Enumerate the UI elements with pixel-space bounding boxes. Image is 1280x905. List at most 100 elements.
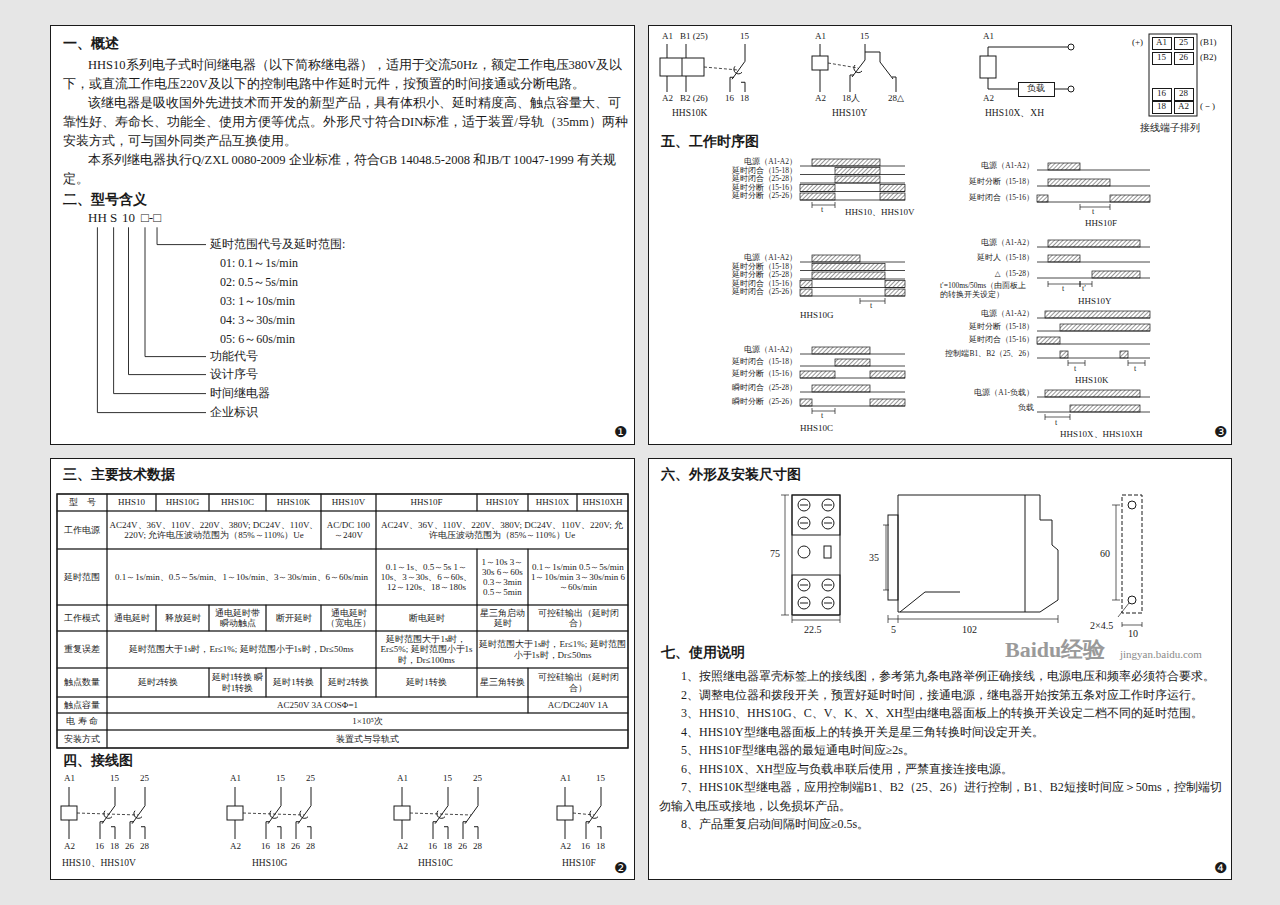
timing-label: t <box>821 412 823 421</box>
dimension-line <box>888 615 889 623</box>
contact <box>266 822 267 839</box>
terminal-box: 15 <box>1152 52 1172 65</box>
timing-pulse <box>800 289 812 296</box>
terminal-label: A1 <box>662 32 673 42</box>
dimension-line <box>883 525 889 526</box>
contact <box>444 826 448 827</box>
terminal-screw <box>800 603 808 604</box>
terminal-label: 18 <box>110 842 119 852</box>
timing-label: 电源（A1-负载） <box>974 389 1034 397</box>
code-bracket <box>157 227 206 244</box>
terminal-label: 25 <box>306 774 315 784</box>
terminal-label: A1 <box>230 774 241 784</box>
box-label: 28 <box>1179 89 1188 99</box>
terminal-label: 15 <box>276 774 285 784</box>
time-bracket <box>860 301 885 302</box>
contact <box>433 822 434 839</box>
dimension: 2×4.5 <box>1090 620 1113 631</box>
dimension-line <box>1122 625 1142 626</box>
delay-mark <box>590 811 598 819</box>
terminal-label: HHS10Y <box>832 108 867 118</box>
wire <box>820 70 821 92</box>
table-grid <box>376 494 477 511</box>
time-bracket <box>1080 281 1081 287</box>
timing-label: HHS10G <box>800 311 834 321</box>
timing-pulse <box>800 399 812 406</box>
table-grid <box>107 697 528 713</box>
page-panel <box>50 25 635 445</box>
contact <box>741 82 745 83</box>
timing-label: 延时分断（15-18） <box>969 178 1035 186</box>
page-panel: 一、概述HHS10系列电子式时间继电器（以下简称继电器），适用于交流50Hz，额… <box>50 25 635 445</box>
contact <box>296 822 297 839</box>
wire <box>69 820 70 839</box>
table-cell: AC24V、36V、110V、220V、380V; DC24V、110V、220… <box>107 511 321 549</box>
box-label: 25 <box>1179 38 1188 48</box>
table-grid <box>266 494 321 511</box>
terminal-screw <box>800 505 808 506</box>
contact <box>145 827 146 839</box>
terminal-label: 18人 <box>842 94 860 104</box>
timing-label: 瞬时分断（25-26） <box>732 398 798 406</box>
dimension: 60 <box>1100 548 1110 559</box>
timing-pulse <box>1110 195 1150 202</box>
timing-pulse <box>885 281 905 288</box>
terminal-label: 26 <box>291 842 300 852</box>
terminal-label: (B1) <box>1200 38 1217 48</box>
table-cell: 可控硅输出（延时闭合） <box>528 605 628 631</box>
mechanical-link <box>243 813 304 815</box>
code-bracket <box>114 227 206 393</box>
table-cell: 延时范围大于1s时，Er≤1%; 延时范围小于1s时，Dr≤50ms <box>107 631 376 668</box>
time-bracket <box>1092 281 1093 287</box>
page-number: ❸ <box>1214 424 1227 441</box>
table-cell: 通电延时带瞬动触点 <box>209 605 266 631</box>
terminal-label: A2 <box>64 842 75 852</box>
table-grid <box>107 730 628 748</box>
code-explanation: 05: 6～60s/min <box>220 333 295 346</box>
table-cell: AC/DC 100～240V <box>321 511 376 549</box>
terminal-label: (－) <box>1200 102 1215 112</box>
table-grid <box>107 668 209 697</box>
timing-pulse <box>1060 351 1068 358</box>
table-grid <box>209 605 266 631</box>
terminal-screw <box>798 579 810 591</box>
table-cell: 0.1～1s、0.5～5s 1～10s、3～30s、6～60s、12～120s、… <box>376 549 477 605</box>
table-cell: 0.1～1s/min、0.5～5s/min、1～10s/min、3～30s/mi… <box>107 549 376 605</box>
delay-mark <box>437 811 445 819</box>
box-label: A1 <box>1156 38 1167 48</box>
section-heading: 六、外形及安装尺寸图 <box>661 467 801 483</box>
terminal-label: B2 (26) <box>680 94 708 104</box>
paragraph: 8、产品重复启动间隔时间应≥0.5s。 <box>659 815 1227 834</box>
dimension-line <box>781 615 789 616</box>
timing-pulse <box>1037 195 1048 202</box>
timing-label: HHS10Y <box>1078 297 1112 307</box>
timing-label: 延时人（15-18） <box>977 254 1035 262</box>
time-bracket <box>1128 363 1145 364</box>
timing-pulse <box>1048 179 1110 186</box>
table-grid <box>107 605 156 631</box>
table-grid <box>477 605 528 631</box>
contact <box>311 787 312 806</box>
table-grid <box>107 494 156 511</box>
terminal-box: 18 <box>1152 101 1172 114</box>
table-grid <box>156 494 209 511</box>
timing-label: HHS10F <box>1085 219 1117 229</box>
terminal-label: 18 <box>276 842 285 852</box>
box-label: 负载 <box>1027 84 1045 94</box>
timing-pulse <box>1048 240 1140 247</box>
contact <box>850 75 851 92</box>
table-grid <box>156 605 209 631</box>
contact <box>448 827 449 839</box>
terminal-label: A1 <box>815 32 826 42</box>
paragraph: 4、HHS10Y型继电器面板上的转换开关是星三角转换时间设定开关。 <box>659 723 1227 742</box>
time-bracket <box>1080 281 1081 287</box>
timing-pulse <box>812 159 880 166</box>
contact <box>745 82 746 92</box>
contact <box>100 822 101 839</box>
terminal-label: 16 <box>261 842 270 852</box>
timing-label: 电源（A1-A2） <box>744 254 797 262</box>
table-cell: 触点数量 <box>57 668 107 697</box>
contact <box>115 787 116 806</box>
table-cell: 延时1转换 <box>376 668 477 697</box>
time-bracket <box>1080 284 1092 285</box>
